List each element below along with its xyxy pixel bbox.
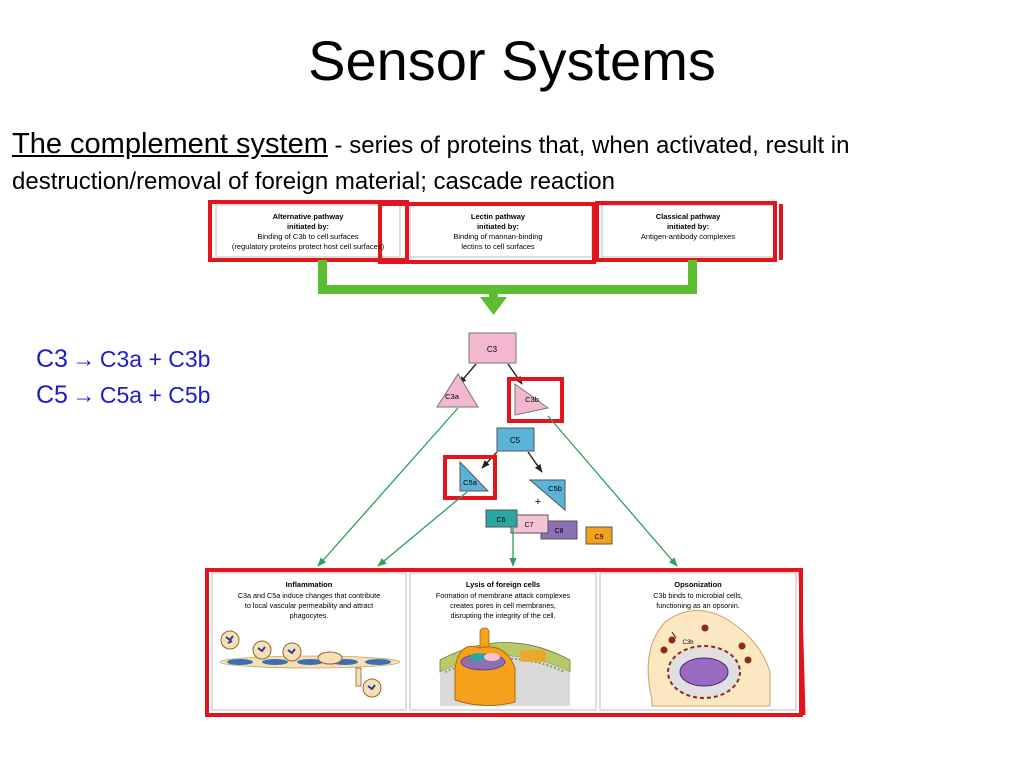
lysis-illustration [439,627,571,706]
c3b-label: C3b [525,395,539,404]
reaction-c3-products: C3a + C3b [99,346,211,372]
lectin-line2: lectins to cell surfaces [461,242,535,251]
c6-label: C6 [497,517,506,524]
inflammation-l3: phagocytes. [290,611,329,620]
opsonization-illustration: C3b [647,610,771,707]
c3b-small-label: C3b [682,640,694,646]
alt-line2: (regulatory proteins protect host cell s… [232,242,385,251]
converging-arrow [318,260,697,315]
lectin-line1: Binding of mannan-binding [453,232,542,241]
c3-box [468,332,517,364]
lysis-l2: creates pores in cell membranes, [450,601,556,610]
intro-line-2: destruction/removal of foreign material;… [12,168,615,195]
c9-box [585,526,613,545]
intro-line-1: The complement system - series of protei… [12,126,1017,164]
c3a-fragment [436,373,479,408]
alt-sub: initiated by: [287,222,329,231]
lectin-title: Lectin pathway [471,212,526,221]
c3a-label: C3a [445,392,460,401]
inflammation-l1: C3a and C5a induce changes that contribu… [238,591,380,600]
inflammation-illustration [219,630,401,698]
c9-label: C9 [595,534,604,541]
lysis-title: Lysis of foreign cells [466,580,540,589]
lysis-l3: disrupting the integrity of the cell. [450,611,555,620]
classical-title: Classical pathway [656,212,721,221]
reaction-c3-reactant: C3 [36,345,68,373]
intro-text: The complement system - series of protei… [12,126,1017,200]
c8-label: C8 [555,528,564,535]
opsonization-title: Opsonization [674,580,722,589]
reaction-c5-products: C5a + C5b [99,382,211,408]
c3-label: C3 [487,345,498,354]
highlight-box-classical [595,201,777,262]
c5-box [496,427,535,452]
reactions-block: C3 → C3a + C3b C5 → C5a + C5b [36,343,210,415]
c5b-label: C5b [548,484,562,493]
inflammation-title: Inflammation [286,580,333,589]
inflammation-l2: to local vascular permeability and attra… [245,601,373,610]
pathway-boxes: Alternative pathway initiated by: Bindin… [208,200,783,264]
highlight-box-alternative [208,200,409,262]
reaction-c5: C5 → C5a + C5b [36,379,210,415]
c3b-fragment [514,383,550,416]
outcome-arrows [317,407,678,567]
intro-desc-1: - series of proteins that, when activate… [327,132,850,159]
c5b-fragment [528,479,566,512]
intro-term: The complement system [12,128,328,160]
highlight-box-c5a [443,455,497,500]
highlight-box-c3b [507,377,564,423]
slide-title: Sensor Systems [308,29,716,92]
arrow-right-icon: → [72,346,96,372]
opsonization-l2: functioning as an opsonin. [656,601,740,610]
c5a-label: C5a [463,478,478,487]
c7-label: C7 [525,522,534,529]
lysis-l1: Formation of membrane attack complexes [436,591,571,600]
plus-sign: + [535,496,541,508]
classical-line1: Antigen-antibody complexes [641,232,735,241]
arrow-right-icon: → [72,382,96,408]
alt-line1: Binding of C3b to cell surfaces [257,232,359,241]
lectin-sub: initiated by: [477,222,519,231]
reaction-c3: C3 → C3a + C3b [36,343,210,379]
reaction-c5-reactant: C5 [36,381,68,409]
c5a-fragment [459,460,490,492]
alt-title: Alternative pathway [273,212,345,221]
opsonization-l1: C3b binds to microbial cells, [653,591,742,600]
c6-box [485,509,518,528]
highlight-box-lectin [378,202,596,264]
classical-sub: initiated by: [667,222,709,231]
c5-label: C5 [510,436,521,445]
